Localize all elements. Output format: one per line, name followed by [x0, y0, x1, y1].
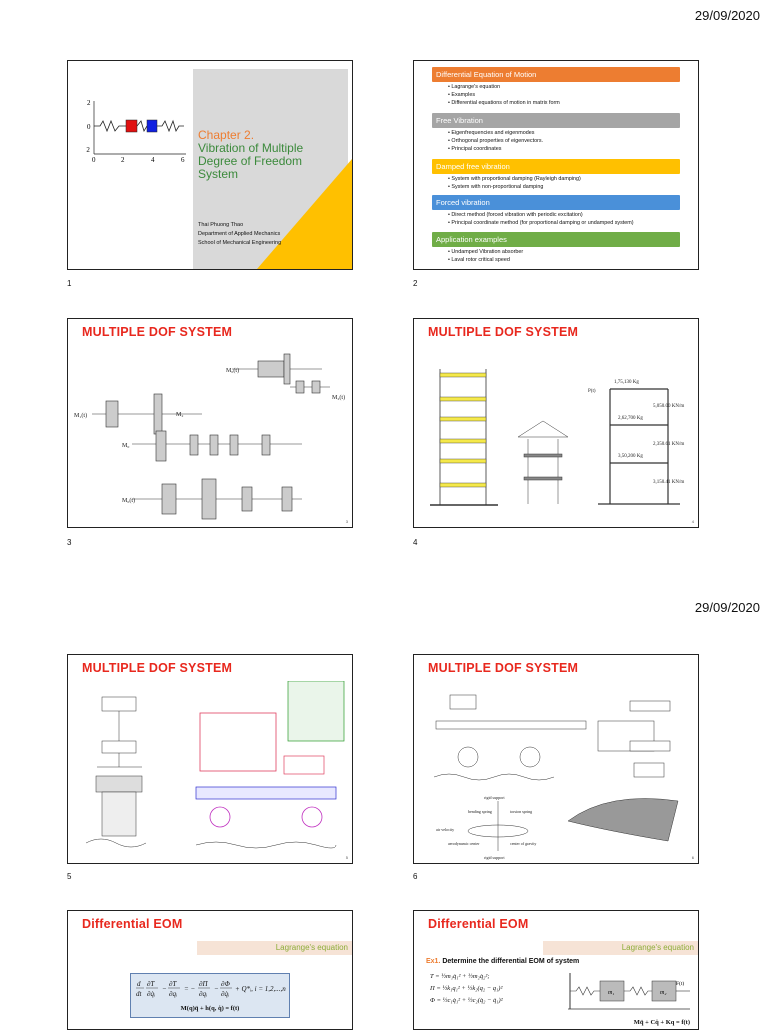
svg-text:∂Π: ∂Π	[199, 980, 208, 988]
lagrange-equation: d dt ∂T ∂q̇ᵢ − ∂T ∂qᵢ = − ∂Π ∂qᵢ − ∂Φ ∂q̇ᵢ + …	[136, 980, 286, 998]
slide-7[interactable]: Differential EOM Lagrange's equation d dt…	[67, 910, 353, 1030]
page-number: 6	[413, 872, 418, 881]
svg-text:5,050.00 KN/m: 5,050.00 KN/m	[653, 404, 684, 409]
bullet-list: Eigenfrequencies and eigenmodes Orthogon…	[448, 129, 543, 153]
svg-text:rigid support: rigid support	[484, 795, 505, 800]
svg-text:m₁: m₁	[608, 990, 614, 996]
page-number: 1	[67, 279, 72, 288]
slide-number: 6	[691, 855, 694, 860]
slide-5[interactable]: MULTIPLE DOF SYSTEM 5	[67, 654, 353, 864]
svg-text:M₁(t): M₁(t)	[74, 412, 87, 419]
section-bar: Application examples	[432, 232, 680, 247]
lagrange-equation-box: d dt ∂T ∂q̇ᵢ − ∂T ∂qᵢ = − ∂Π ∂qᵢ − ∂Φ ∂q̇ᵢ + …	[130, 973, 290, 1018]
slide-1-title: Chapter 2. Vibration of Multiple Degree …	[198, 128, 304, 181]
vehicle-model-diagram	[85, 681, 345, 849]
section-bar: Differential Equation of Motion	[432, 67, 680, 82]
svg-text:bending spring: bending spring	[468, 809, 492, 814]
slide-number: 4	[691, 519, 694, 524]
slide-title: Differential EOM	[82, 917, 183, 931]
slide-2[interactable]: Differential Equation of Motion Lagrange…	[413, 60, 699, 270]
svg-text:∂Φ: ∂Φ	[221, 980, 230, 988]
svg-text:∂q̇ᵢ: ∂q̇ᵢ	[147, 990, 155, 998]
svg-text:M₂: M₂	[176, 412, 183, 418]
slide-4[interactable]: MULTIPLE DOF SYSTEM 1,	[413, 318, 699, 528]
bullet-list: System with proportional damping (Raylei…	[448, 175, 580, 191]
page-number: 4	[413, 538, 418, 547]
svg-text:M₀(t): M₀(t)	[226, 367, 239, 374]
svg-text:rigid support: rigid support	[484, 855, 505, 860]
svg-text:−: −	[162, 985, 167, 993]
yellow-triangle	[257, 159, 352, 269]
svg-text:M₂(t): M₂(t)	[332, 394, 345, 401]
vehicle-and-wing-diagram: rigid support bending spring torsion spr…	[433, 694, 679, 860]
page-number: 5	[67, 872, 72, 881]
two-mass-system-diagram: m₁ m₂ F(t)	[568, 973, 690, 1010]
energy-equations: T = ½m₁q̇₁² + ½m₂q̇₂²; Π = ½k₁q₁² + ½k₂(…	[430, 973, 503, 1004]
svg-text:aerodynamic center: aerodynamic center	[448, 841, 480, 846]
slide-1[interactable]: 2 0 -2 0 2 4 6 Chapter 2. Vibration of M…	[67, 60, 353, 270]
slide-title: MULTIPLE DOF SYSTEM	[428, 661, 579, 675]
svg-text:P(t): P(t)	[588, 389, 596, 394]
svg-text:1,75,130 Kg: 1,75,130 Kg	[614, 380, 639, 385]
matrix-equation: Mq̈ + Cq̇ + Kq = f(t)	[633, 1019, 690, 1026]
header-date: 29/09/2020	[694, 8, 760, 23]
slide-1-authors: Thai Phuong Thao Department of Applied M…	[198, 222, 282, 246]
slide-title: MULTIPLE DOF SYSTEM	[82, 325, 233, 339]
svg-text:M₀: M₀	[122, 443, 129, 449]
section-bar: Forced vibration	[432, 195, 680, 210]
slide-number: 5	[345, 855, 348, 860]
slide-6[interactable]: MULTIPLE DOF SYSTEM rigid support bendin…	[413, 654, 699, 864]
svg-text:M₀(t): M₀(t)	[122, 497, 135, 504]
svg-text:d: d	[137, 980, 141, 988]
bullet-list: Lagrange's equation Examples Differentia…	[448, 83, 559, 107]
svg-text:∂qᵢ: ∂qᵢ	[199, 990, 207, 998]
slide-number: 3	[345, 519, 348, 524]
slide-title: MULTIPLE DOF SYSTEM	[82, 661, 233, 675]
slide-title: Differential EOM	[428, 917, 529, 931]
svg-text:2: 2	[121, 156, 125, 164]
svg-text:+ Q*ᵢ, i = 1,2,...,n: + Q*ᵢ, i = 1,2,...,n	[235, 985, 286, 993]
svg-text:2,62,700 Kg: 2,62,700 Kg	[618, 416, 643, 421]
header-date: 29/09/2020	[694, 600, 760, 615]
svg-text:∂q̇ᵢ: ∂q̇ᵢ	[221, 990, 229, 998]
svg-text:4: 4	[151, 156, 155, 164]
svg-text:3,150.41 KN/m: 3,150.41 KN/m	[653, 480, 684, 485]
svg-text:−: −	[214, 985, 219, 993]
svg-text:-2: -2	[86, 146, 90, 154]
building-dof-diagram: 1,75,130 Kg 2,62,700 Kg 3,50,200 Kg 5,05…	[430, 369, 684, 506]
slide-subtitle: Lagrange's equation	[543, 941, 698, 955]
section-bar: Damped free vibration	[432, 159, 680, 174]
svg-text:∂T: ∂T	[169, 980, 177, 988]
matrix-equation: M(q)q̈ + h(q, q̇) = f(t)	[180, 1005, 240, 1012]
bullet-list: Direct method (forced vibration with per…	[448, 211, 633, 227]
svg-text:6: 6	[181, 156, 185, 164]
slide-8[interactable]: Differential EOM Lagrange's equation Ex1…	[413, 910, 699, 1030]
svg-text:∂T: ∂T	[147, 980, 155, 988]
page-number: 2	[413, 279, 418, 288]
spring-mass-plot: 2 0 -2 0 2 4 6	[86, 99, 186, 164]
shaft-rotor-diagram: M₀(t) M₁(t) M₀ M₀(t) M₂ M₂(t)	[74, 353, 345, 520]
slide-3[interactable]: MULTIPLE DOF SYSTEM M₀(t) M₁(t	[67, 318, 353, 528]
svg-text:torsion spring: torsion spring	[510, 809, 532, 814]
example-heading: Ex1. Determine the differential EOM of s…	[426, 958, 580, 965]
svg-text:m₂: m₂	[660, 990, 666, 996]
svg-text:2: 2	[87, 99, 91, 107]
svg-text:0: 0	[87, 123, 91, 131]
svg-text:0: 0	[92, 156, 96, 164]
svg-text:air velocity: air velocity	[436, 827, 454, 832]
slide-title: MULTIPLE DOF SYSTEM	[428, 325, 579, 339]
slide-subtitle: Lagrange's equation	[197, 941, 352, 955]
svg-text:center of gravity: center of gravity	[510, 841, 536, 846]
svg-text:dt: dt	[136, 990, 143, 998]
svg-text:= −: = −	[184, 985, 195, 993]
svg-text:3,50,200 Kg: 3,50,200 Kg	[618, 454, 643, 459]
svg-text:∂qᵢ: ∂qᵢ	[169, 990, 177, 998]
svg-text:F(t): F(t)	[676, 980, 684, 987]
svg-text:2,350.61 KN/m: 2,350.61 KN/m	[653, 442, 684, 447]
bullet-list: Undamped Vibration absorber Laval rotor …	[448, 248, 523, 264]
section-bar: Free Vibration	[432, 113, 680, 128]
page-number: 3	[67, 538, 72, 547]
